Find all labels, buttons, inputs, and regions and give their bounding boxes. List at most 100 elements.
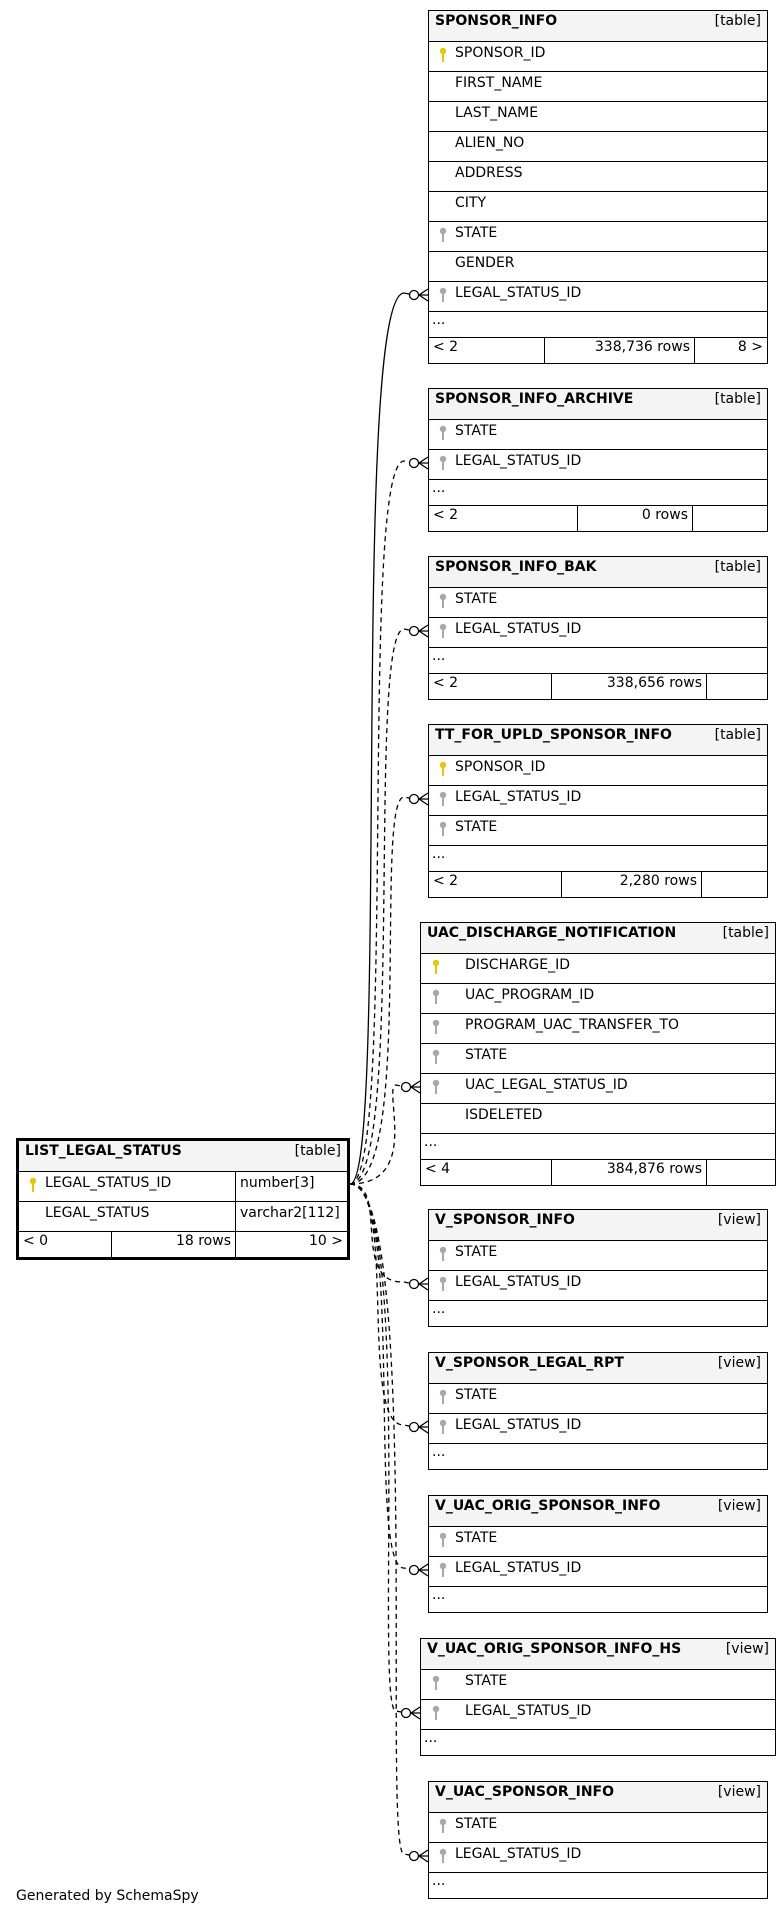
crows-foot-icon bbox=[418, 792, 429, 806]
column-row[interactable]: LEGAL_STATUS_ID bbox=[429, 617, 767, 647]
column-row[interactable]: STATE bbox=[429, 1526, 767, 1556]
relationship-line bbox=[349, 628, 415, 1185]
foreign-key-icon bbox=[432, 1049, 440, 1064]
row-count: 0 rows bbox=[577, 506, 692, 531]
crows-foot-icon bbox=[418, 1277, 429, 1291]
table-kind: [table] bbox=[714, 13, 761, 29]
column-row[interactable]: LAST_NAME bbox=[429, 101, 767, 131]
column-name: LEGAL_STATUS_ID bbox=[455, 285, 582, 301]
crows-foot-icon bbox=[418, 624, 429, 638]
table-header[interactable]: V_SPONSOR_INFO[view] bbox=[429, 1210, 767, 1240]
ellipsis: ... bbox=[432, 648, 446, 664]
table-header[interactable]: V_UAC_SPONSOR_INFO[view] bbox=[429, 1782, 767, 1812]
crows-foot-icon bbox=[410, 1706, 421, 1720]
column-row[interactable]: LEGAL_STATUS_ID bbox=[429, 1413, 767, 1443]
column-row[interactable]: ISDELETED bbox=[421, 1103, 775, 1133]
generated-by-label: Generated by SchemaSpy bbox=[16, 1888, 199, 1904]
column-row[interactable]: LEGAL_STATUS_ID bbox=[429, 1556, 767, 1586]
column-row[interactable]: ADDRESS bbox=[429, 161, 767, 191]
column-name: LEGAL_STATUS_ID bbox=[455, 789, 582, 805]
column-type: varchar2[112] bbox=[235, 1202, 347, 1231]
column-row[interactable]: STATE bbox=[429, 815, 767, 845]
column-row[interactable]: STATE bbox=[421, 1043, 775, 1073]
column-row[interactable]: SPONSOR_ID bbox=[429, 41, 767, 71]
table-header[interactable]: V_SPONSOR_LEGAL_RPT[view] bbox=[429, 1353, 767, 1383]
column-row[interactable]: PROGRAM_UAC_TRANSFER_TO bbox=[421, 1013, 775, 1043]
parents-count: < 2 bbox=[433, 507, 459, 523]
column-row[interactable]: STATE bbox=[429, 1240, 767, 1270]
more-columns-indicator: ... bbox=[421, 1729, 775, 1755]
row-count: 384,876 rows bbox=[551, 1160, 706, 1185]
column-row[interactable]: CITY bbox=[429, 191, 767, 221]
column-name: LAST_NAME bbox=[455, 105, 539, 121]
entity-table[interactable]: TT_FOR_UPLD_SPONSOR_INFO[table]SPONSOR_I… bbox=[428, 724, 768, 898]
foreign-key-icon bbox=[439, 1532, 447, 1547]
table-header[interactable]: UAC_DISCHARGE_NOTIFICATION[table] bbox=[421, 923, 775, 953]
more-columns-indicator: ... bbox=[429, 479, 767, 505]
column-name: STATE bbox=[465, 1047, 508, 1063]
table-name: V_UAC_ORIG_SPONSOR_INFO_HS bbox=[427, 1641, 682, 1657]
ellipsis: ... bbox=[424, 1730, 438, 1746]
ellipsis: ... bbox=[432, 1301, 446, 1317]
entity-table[interactable]: UAC_DISCHARGE_NOTIFICATION[table]DISCHAR… bbox=[420, 922, 776, 1186]
table-header[interactable]: LIST_LEGAL_STATUS[table] bbox=[19, 1141, 347, 1171]
parents-count: < 0 bbox=[23, 1233, 49, 1249]
column-row[interactable]: UAC_LEGAL_STATUS_ID bbox=[421, 1073, 775, 1103]
foreign-key-icon bbox=[432, 1019, 440, 1034]
optional-circle-icon bbox=[408, 1850, 420, 1862]
foreign-key-icon bbox=[439, 455, 447, 470]
optional-circle-icon bbox=[408, 793, 420, 805]
column-row[interactable]: SPONSOR_ID bbox=[429, 755, 767, 785]
column-row[interactable]: LEGAL_STATUS_ID bbox=[429, 449, 767, 479]
column-row[interactable]: LEGAL_STATUS_ID bbox=[429, 785, 767, 815]
ellipsis: ... bbox=[424, 1134, 438, 1150]
column-row[interactable]: FIRST_NAME bbox=[429, 71, 767, 101]
table-header[interactable]: SPONSOR_INFO_ARCHIVE[table] bbox=[429, 389, 767, 419]
table-kind: [view] bbox=[717, 1212, 761, 1228]
column-row[interactable]: ALIEN_NO bbox=[429, 131, 767, 161]
column-row[interactable]: STATE bbox=[429, 1383, 767, 1413]
column-row[interactable]: STATE bbox=[429, 419, 767, 449]
column-row[interactable]: STATE bbox=[429, 1812, 767, 1842]
entity-table[interactable]: V_SPONSOR_INFO[view] STATE LEGAL_STATUS_ID… bbox=[428, 1209, 768, 1327]
column-row[interactable]: GENDER bbox=[429, 251, 767, 281]
column-row[interactable]: LEGAL_STATUS_ID bbox=[429, 1842, 767, 1872]
children-count: 10 > bbox=[235, 1232, 347, 1257]
primary-key-icon bbox=[29, 1177, 37, 1192]
table-header[interactable]: V_UAC_ORIG_SPONSOR_INFO_HS[view] bbox=[421, 1639, 775, 1669]
table-header[interactable]: SPONSOR_INFO[table] bbox=[429, 11, 767, 41]
table-name: SPONSOR_INFO_ARCHIVE bbox=[435, 391, 634, 407]
column-row[interactable]: STATE bbox=[429, 221, 767, 251]
row-count: 338,736 rows bbox=[544, 338, 694, 363]
column-row[interactable]: LEGAL_STATUS_ID bbox=[429, 281, 767, 311]
column-row[interactable]: LEGAL_STATUS_ID bbox=[429, 1270, 767, 1300]
column-row[interactable]: LEGAL_STATUS_ID bbox=[421, 1699, 775, 1729]
optional-circle-icon bbox=[408, 625, 420, 637]
table-header[interactable]: SPONSOR_INFO_BAK[table] bbox=[429, 557, 767, 587]
children-count bbox=[692, 506, 767, 531]
column-row[interactable]: STATE bbox=[429, 587, 767, 617]
column-row[interactable]: UAC_PROGRAM_ID bbox=[421, 983, 775, 1013]
column-name: STATE bbox=[455, 1244, 498, 1260]
table-header[interactable]: V_UAC_ORIG_SPONSOR_INFO[view] bbox=[429, 1496, 767, 1526]
column-row[interactable]: STATE bbox=[421, 1669, 775, 1699]
more-columns-indicator: ... bbox=[429, 1443, 767, 1469]
ellipsis: ... bbox=[432, 312, 446, 328]
table-header[interactable]: TT_FOR_UPLD_SPONSOR_INFO[table] bbox=[429, 725, 767, 755]
column-row[interactable]: DISCHARGE_ID bbox=[421, 953, 775, 983]
